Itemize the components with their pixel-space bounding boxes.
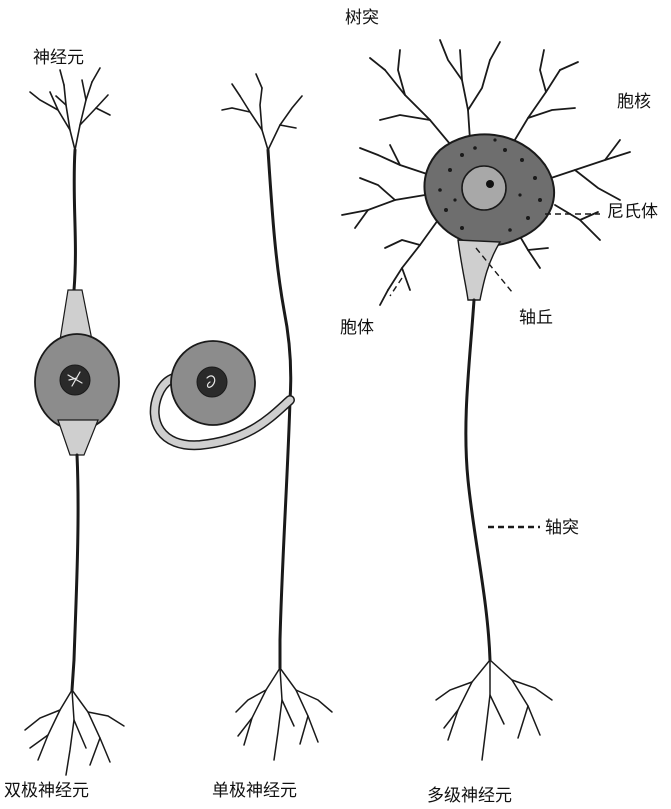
unipolar-nucleus bbox=[197, 367, 227, 397]
unipolar-main-process bbox=[268, 150, 291, 400]
caption-bipolar: 双极神经元 bbox=[4, 781, 89, 801]
multipolar-nucleolus bbox=[486, 180, 494, 188]
label-neuron: 神经元 bbox=[33, 48, 84, 68]
multipolar-nucleus bbox=[462, 166, 506, 210]
label-nucleus: 胞核 bbox=[617, 92, 651, 112]
bipolar-lower-process bbox=[72, 455, 78, 690]
bipolar-dendrites bbox=[30, 68, 110, 150]
leader-lines bbox=[390, 214, 600, 527]
unipolar-terminals bbox=[236, 668, 332, 760]
multipolar-axon bbox=[466, 300, 490, 660]
bipolar-neuron bbox=[25, 68, 124, 775]
label-dendrite: 树突 bbox=[345, 8, 379, 28]
label-nissl-body: 尼氏体 bbox=[607, 202, 658, 222]
multipolar-terminals bbox=[436, 660, 552, 760]
leader-cell-body bbox=[390, 278, 402, 296]
bipolar-terminals bbox=[25, 690, 124, 775]
label-axon-hillock: 轴丘 bbox=[519, 308, 553, 328]
label-axon: 轴突 bbox=[545, 518, 579, 538]
axon-hillock bbox=[458, 240, 500, 300]
unipolar-dendrites bbox=[222, 74, 302, 150]
caption-multipolar: 多级神经元 bbox=[427, 786, 512, 806]
multipolar-neuron bbox=[342, 40, 630, 760]
caption-unipolar: 单极神经元 bbox=[212, 781, 297, 801]
unipolar-neuron bbox=[155, 74, 332, 760]
label-cell-body: 胞体 bbox=[340, 318, 374, 338]
